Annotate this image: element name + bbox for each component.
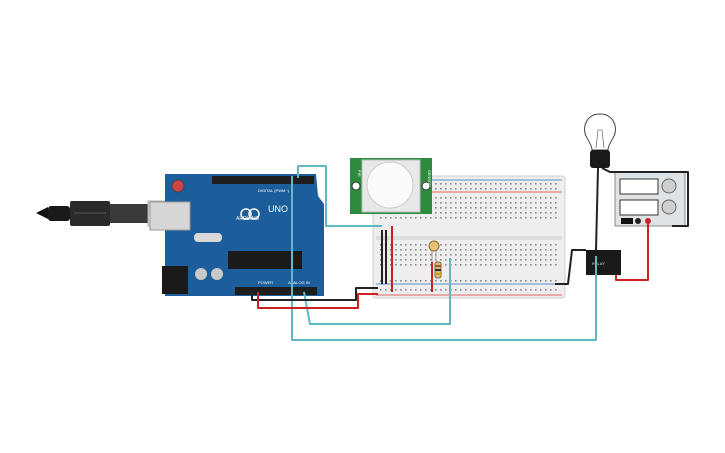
wire-black-gnd <box>251 287 378 301</box>
wire-red-5v <box>257 292 378 309</box>
relay-label: RELAY <box>592 261 605 266</box>
resistor-icon <box>434 261 442 279</box>
wire-teal-pir <box>297 165 382 227</box>
crystal <box>194 233 222 242</box>
usb-port <box>149 201 191 231</box>
wire-teal-relay <box>291 176 597 341</box>
digital-header <box>212 176 314 184</box>
digital-header-label: DIGITAL (PWM~) <box>258 188 290 193</box>
pir-label-left: PIR <box>357 170 362 177</box>
atmega-chip <box>228 251 302 269</box>
arduino-model: UNO <box>268 204 288 214</box>
power-analog-header <box>235 287 317 295</box>
ldr-icon <box>428 240 440 262</box>
reset-button <box>171 179 185 193</box>
power-jack <box>162 266 188 294</box>
power-header-label: POWER <box>258 280 273 285</box>
arduino-brand: ARDUINO <box>236 216 259 222</box>
power-supply <box>614 171 686 227</box>
wires <box>251 165 689 341</box>
relay: RELAY <box>586 250 621 275</box>
arduino-board: ARDUINO UNO DIGITAL (PWM~) POWER ANALOG … <box>149 174 324 296</box>
bulb-icon <box>584 113 616 168</box>
analog-header-label: ANALOG IN <box>288 280 310 285</box>
pir-label-right: SENSOR <box>427 170 432 187</box>
pir-sensor: PIR SENSOR <box>350 158 432 214</box>
